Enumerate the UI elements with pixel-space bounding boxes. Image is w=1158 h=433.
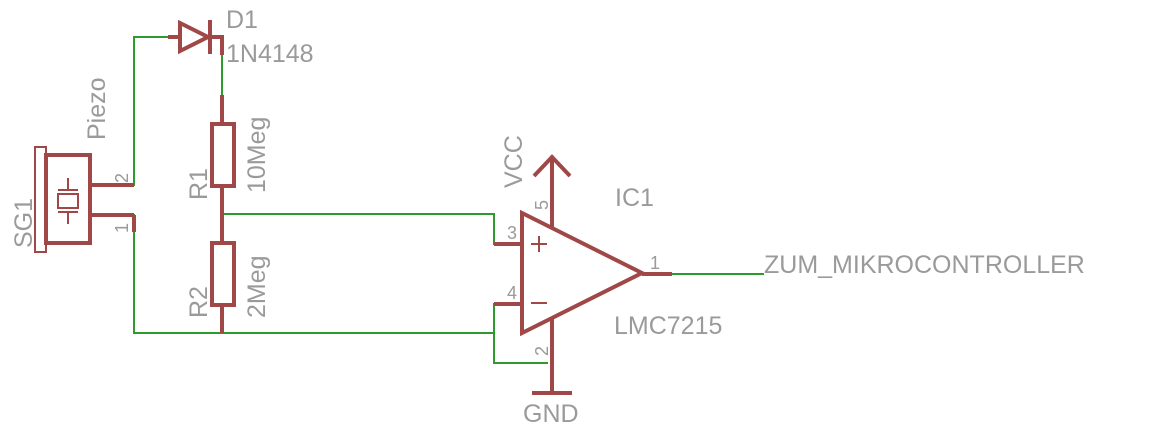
piezo-body: [44, 153, 92, 245]
comparator-triangle: [520, 209, 647, 337]
resistor-r2: [210, 214, 236, 333]
d1-value-label: 1N4148: [226, 40, 314, 68]
piezo-crystal-icon: [57, 193, 79, 209]
r1-value-label: 10Meg: [243, 117, 271, 193]
ic1-name-label: IC1: [615, 184, 654, 212]
vcc-arrow-icon: [532, 154, 572, 178]
sg1-name-label: SG1: [10, 198, 38, 248]
sg1-value-label: Piezo: [83, 77, 111, 140]
ic1-value-label: LMC7215: [614, 312, 722, 340]
diode-d1: [168, 19, 224, 55]
sg1-pin2-label: 2: [112, 173, 132, 183]
ic1-pin5-label: 5: [532, 200, 552, 210]
d1-name-label: D1: [226, 6, 258, 34]
ic1-pin3-label: 3: [507, 223, 517, 243]
wire-r1r2-node-to-noninv-input: [222, 213, 522, 245]
r2-body: [210, 241, 236, 307]
piezo-sg1: [34, 146, 136, 253]
resistor-r1: [210, 95, 236, 214]
ic1-pin1-label: 1: [650, 253, 660, 273]
wire-ground-return: [90, 214, 494, 334]
supply-symbols: [532, 154, 572, 395]
labels: SG1 Piezo 2 1 D1 1N4148 R1 10Meg R2 2Meg…: [10, 6, 1085, 428]
gnd-label: GND: [523, 400, 579, 428]
diode-triangle: [178, 19, 213, 55]
sg1-pin1-label: 1: [112, 223, 132, 233]
r2-name-label: R2: [185, 286, 213, 318]
r1-name-label: R1: [185, 168, 213, 200]
r1-body: [210, 122, 236, 188]
diode-cathode-lead: [210, 35, 224, 55]
r2-value-label: 2Meg: [243, 255, 271, 318]
net-label-mikrocontroller: ZUM_MIKROCONTROLLER: [764, 251, 1085, 279]
comparator-ic1: [494, 158, 672, 392]
vcc-label: VCC: [500, 135, 528, 188]
ic1-pin4-label: 4: [507, 283, 517, 303]
ic1-pin2-label: 2: [532, 346, 552, 356]
